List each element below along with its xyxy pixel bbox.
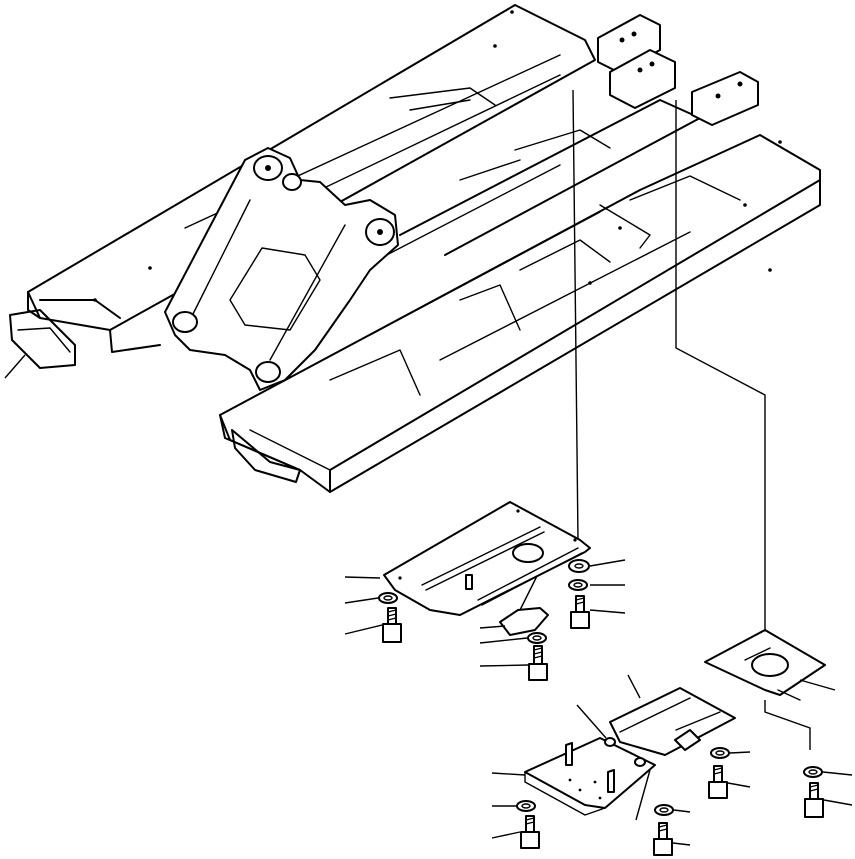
lower-cover-plate-b (609, 687, 736, 756)
washers (378, 559, 823, 816)
bolts (382, 595, 824, 856)
upper-cover-plate (383, 501, 591, 616)
right-cover-plate (704, 629, 826, 701)
lower-cover-plate-a (524, 737, 656, 816)
boom-bracket (164, 147, 399, 391)
alignment-lines (519, 89, 811, 750)
callout-leaders (4, 354, 853, 846)
main-frame (9, 4, 821, 493)
small-plate (499, 607, 549, 636)
